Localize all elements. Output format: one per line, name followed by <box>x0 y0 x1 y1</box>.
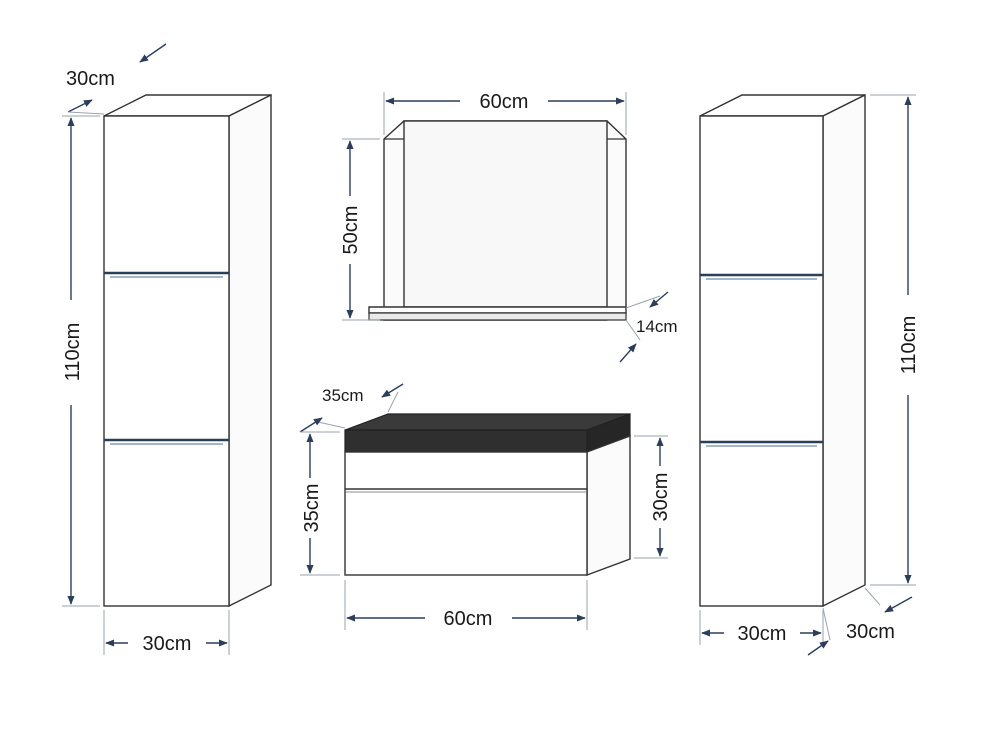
mirror-glass <box>403 120 608 308</box>
left-tall-cabinet <box>103 93 272 608</box>
mirror-shelf-depth-dimension: 14cm <box>619 291 678 363</box>
vanity-side <box>586 434 631 577</box>
mirror-height-dimension: 50cm <box>340 138 380 321</box>
right-cabinet-height-label: 110cm <box>898 316 920 375</box>
right-cabinet-width-label: 30cm <box>738 623 787 645</box>
right-cabinet-front <box>699 115 824 607</box>
vanity-countertop-front <box>344 429 588 453</box>
mirror-width-label: 60cm <box>480 91 529 113</box>
right-cabinet-height-dimension: 110cm <box>870 94 920 586</box>
vanity-total-height-label: 35cm <box>301 484 323 533</box>
left-cabinet-depth-label: 30cm <box>66 68 115 90</box>
vanity-front <box>344 451 588 576</box>
left-cabinet-width-dimension: 30cm <box>103 610 230 655</box>
mirror-width-dimension: 60cm <box>383 91 627 135</box>
mirror-shelf <box>368 306 627 314</box>
mirror <box>368 120 627 321</box>
vanity-unit <box>344 413 631 577</box>
mirror-height-label: 50cm <box>340 206 362 255</box>
left-cabinet-width-label: 30cm <box>143 633 192 655</box>
left-cabinet-front <box>103 115 230 607</box>
vanity-width-label: 60cm <box>444 608 493 630</box>
vanity-width-dimension: 60cm <box>344 580 588 630</box>
vanity-cabinet-height-label: 30cm <box>650 473 672 522</box>
left-cabinet-height-label: 110cm <box>62 323 84 382</box>
right-cabinet-depth-dimension: 30cm <box>807 587 913 656</box>
right-cabinet-width-dimension: 30cm <box>699 610 824 645</box>
right-cabinet-side <box>822 93 866 608</box>
vanity-total-height-dimension: 35cm <box>300 431 340 576</box>
vanity-cabinet-height-dimension: 30cm <box>634 435 672 559</box>
left-cabinet-depth-dimension: 30cm <box>66 43 167 115</box>
vanity-countertop-top <box>344 413 631 431</box>
mirror-shelf-depth-label: 14cm <box>636 317 678 336</box>
vanity-depth-label: 35cm <box>322 386 364 405</box>
left-cabinet-side <box>228 93 272 608</box>
left-cabinet-height-dimension: 110cm <box>62 115 100 607</box>
vanity-depth-dimension: 35cm <box>299 383 404 433</box>
right-cabinet-depth-label: 30cm <box>846 621 895 643</box>
right-tall-cabinet <box>699 93 866 608</box>
